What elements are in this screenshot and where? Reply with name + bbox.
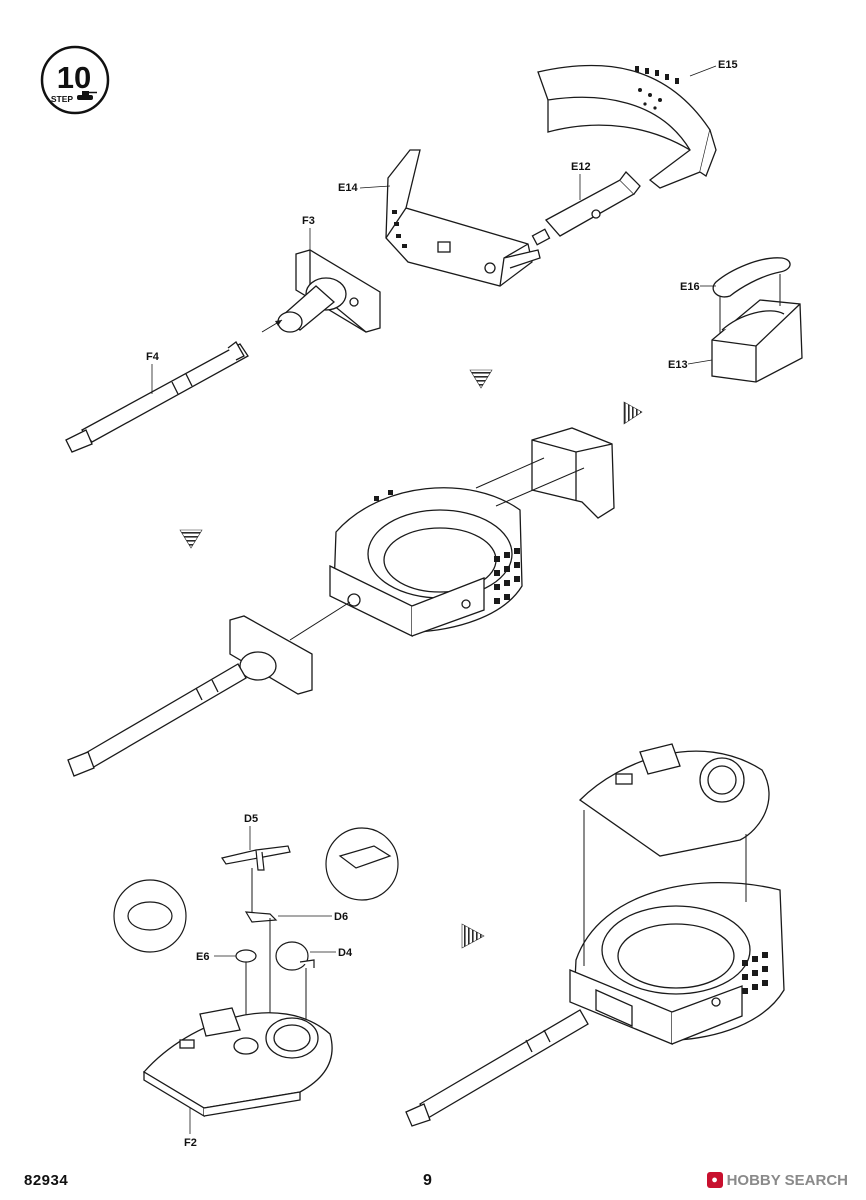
detail-callout-top bbox=[325, 827, 399, 901]
label-d4: D4 bbox=[338, 947, 353, 959]
part-d4-hatch bbox=[275, 941, 315, 971]
label-e13: E13 bbox=[668, 359, 688, 371]
part-f2-roof-plate bbox=[142, 1007, 333, 1118]
part-d6-mount bbox=[244, 911, 278, 923]
part-e16-lid bbox=[712, 257, 791, 298]
part-f4-gun-barrel bbox=[65, 341, 249, 453]
part-d5-machine-gun bbox=[221, 845, 291, 871]
label-d6: D6 bbox=[334, 911, 348, 923]
detail-callout-left bbox=[113, 879, 187, 953]
turret-ring-assembly bbox=[329, 487, 523, 638]
step-number: 10 bbox=[57, 60, 91, 95]
part-e13-box bbox=[711, 299, 803, 383]
down-arrow-icon bbox=[469, 369, 493, 389]
part-f3-gun-mount bbox=[277, 249, 381, 333]
label-e16: E16 bbox=[680, 281, 700, 293]
step-badge-icon: 10 STEP bbox=[40, 45, 110, 115]
right-arrow-icon bbox=[623, 401, 643, 425]
label-e15: E15 bbox=[718, 59, 738, 71]
step-word: STEP bbox=[51, 94, 74, 104]
part-labels: E15 E14 E12 F3 F4 E16 E13 D5 D6 E6 D4 F2 bbox=[146, 59, 738, 1149]
part-e15-turret-wall bbox=[537, 64, 717, 189]
watermark-logo-icon: ● bbox=[706, 1172, 723, 1188]
label-f4: F4 bbox=[146, 351, 160, 363]
watermark: ●HOBBY SEARCH bbox=[706, 1172, 848, 1189]
label-f2: F2 bbox=[184, 1137, 197, 1149]
label-e14: E14 bbox=[338, 182, 358, 194]
turret-complete bbox=[405, 882, 785, 1127]
down-arrow-icon bbox=[179, 529, 203, 549]
tank-silhouette-icon bbox=[77, 91, 97, 100]
label-d5: D5 bbox=[244, 813, 258, 825]
label-f3: F3 bbox=[302, 215, 315, 227]
part-e12-mantlet-bar bbox=[531, 171, 641, 246]
label-e12: E12 bbox=[571, 161, 591, 173]
page-number: 9 bbox=[423, 1172, 432, 1189]
product-code: 82934 bbox=[24, 1172, 69, 1189]
gun-mount-middle bbox=[67, 615, 313, 777]
label-e6: E6 bbox=[196, 951, 209, 963]
watermark-text: HOBBY SEARCH bbox=[726, 1172, 848, 1189]
turret-roof-plate-top bbox=[578, 743, 770, 857]
part-e6-disc bbox=[235, 949, 257, 963]
right-arrow-icon bbox=[461, 923, 485, 949]
part-e14-front-plate bbox=[385, 149, 541, 287]
